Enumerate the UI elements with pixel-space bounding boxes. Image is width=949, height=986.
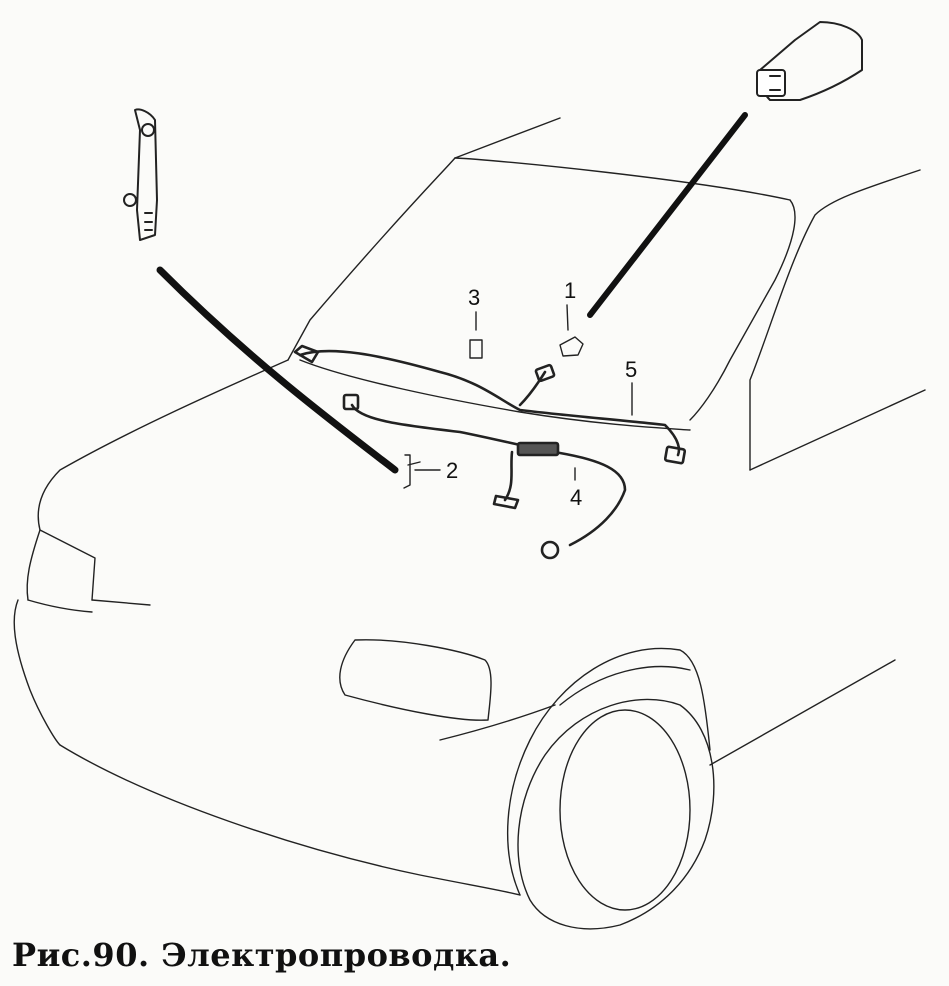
callout-5: 5	[625, 357, 637, 382]
car-outline	[13, 117, 926, 930]
callout-3: 3	[468, 285, 480, 310]
callout-2: 2	[446, 458, 458, 483]
figure-caption: Рис.90. Электропроводка.	[12, 936, 512, 974]
switch-detail	[756, 21, 863, 101]
part-3-fuse	[469, 339, 483, 359]
wiring-harness-5	[293, 344, 687, 465]
leader-lines	[414, 304, 633, 481]
part-1-switch	[559, 336, 584, 357]
pointer-to-bracket	[156, 266, 399, 474]
pointer-lines	[156, 112, 748, 474]
wiring-harness-4	[342, 393, 627, 560]
pointer-to-switch	[587, 112, 748, 318]
bracket-detail	[123, 108, 158, 241]
callout-labels: 1 3 2 4 5	[446, 278, 637, 510]
part-2-clip	[403, 454, 421, 489]
callout-1: 1	[564, 278, 576, 303]
callout-4: 4	[570, 485, 582, 510]
